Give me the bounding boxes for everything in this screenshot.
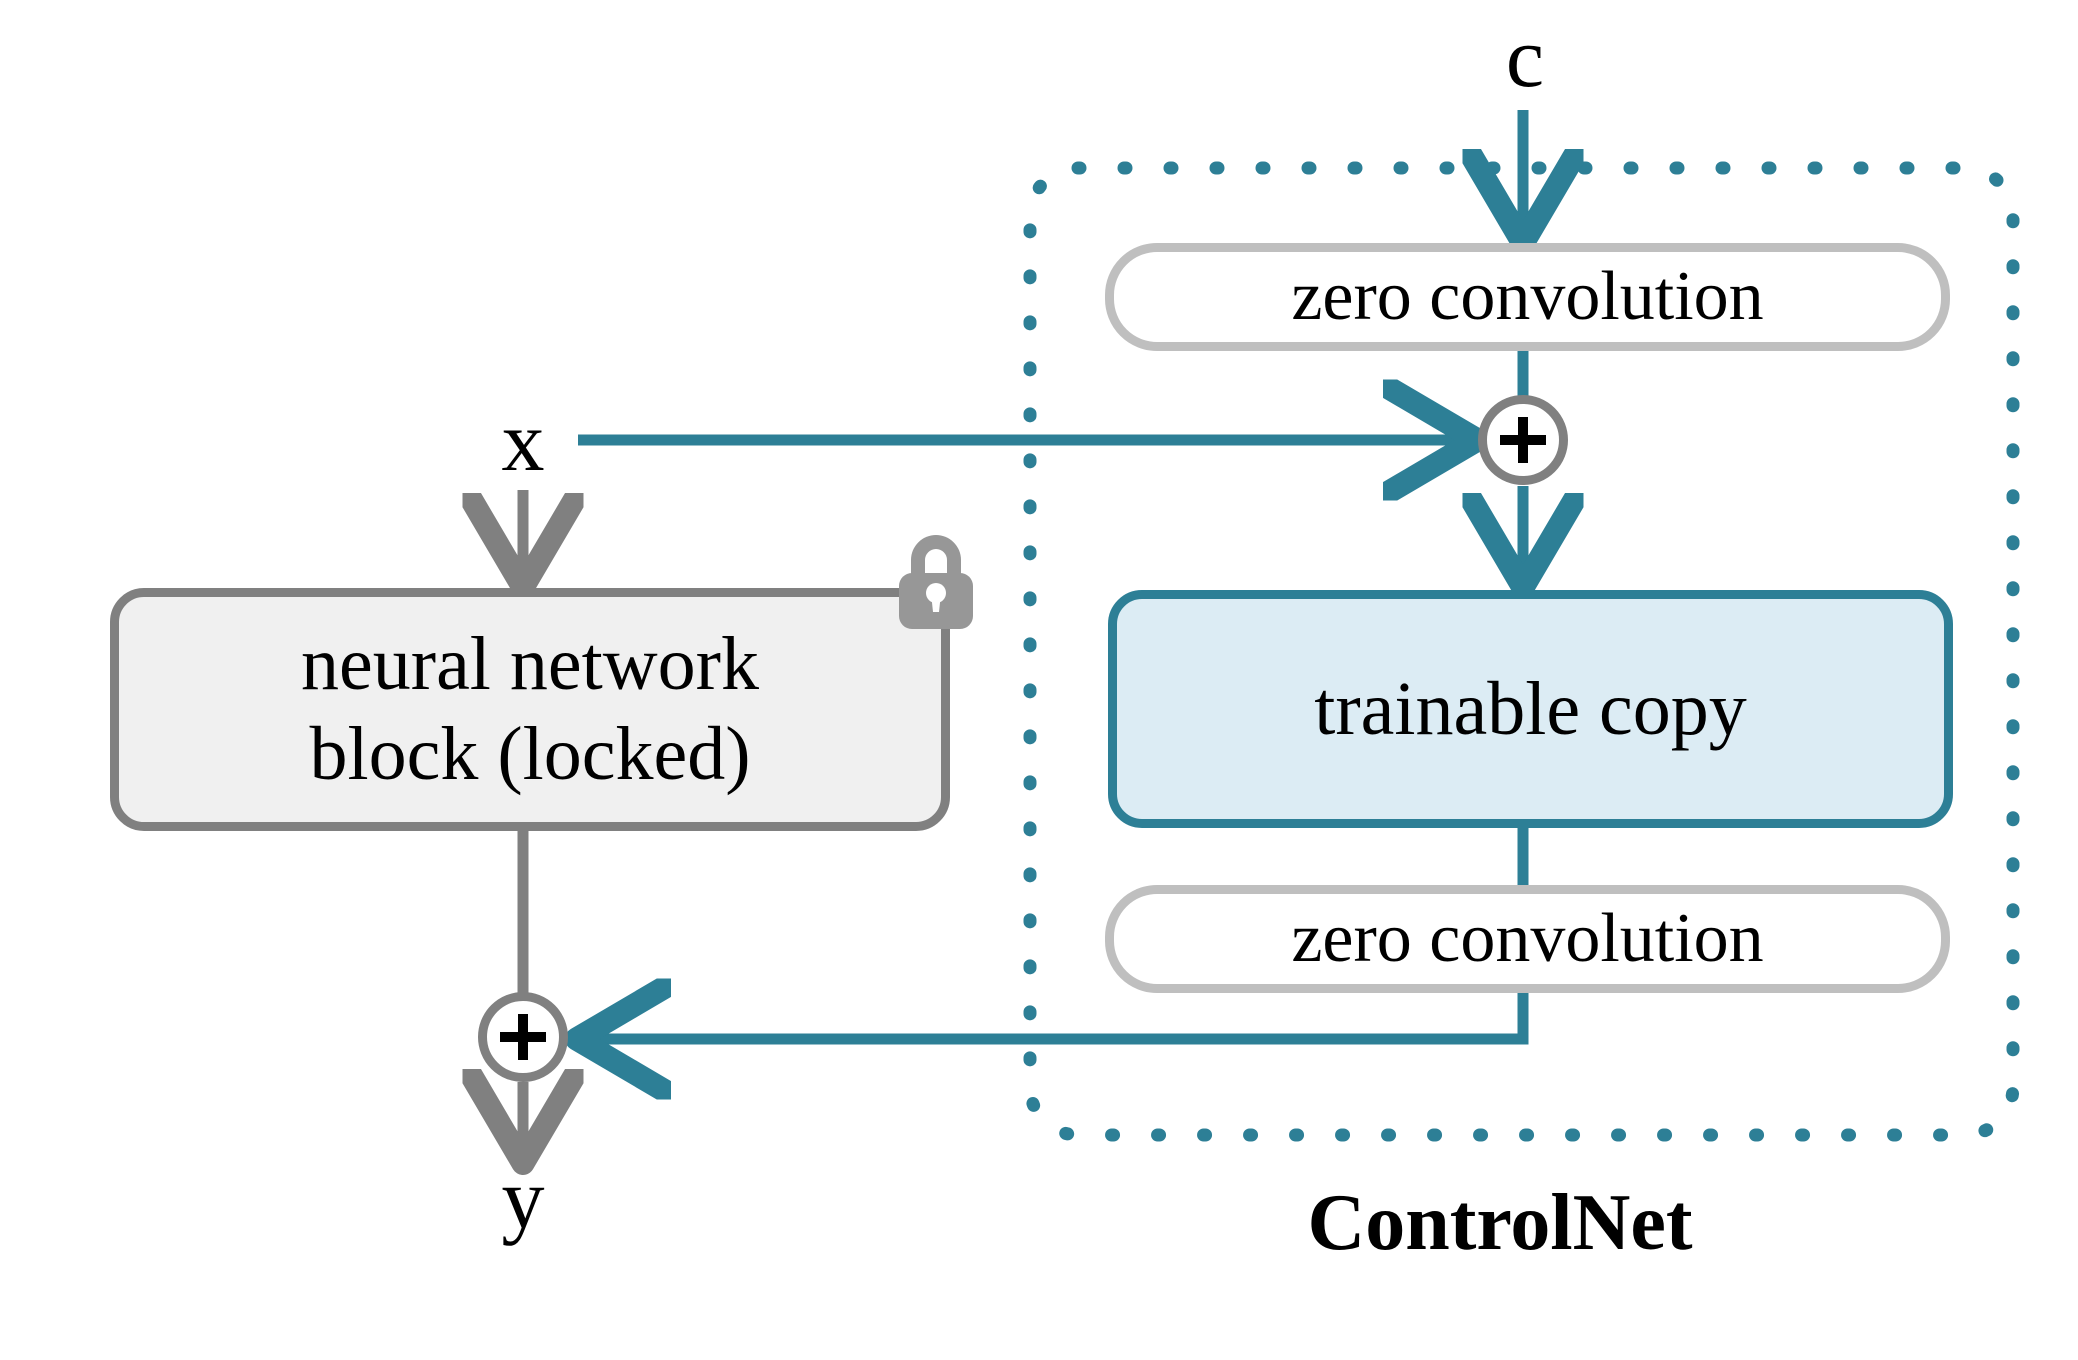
controlnet-boundary [1023,161,2020,1142]
zero-convolution-bottom-label: zero convolution [1291,900,1764,977]
zero-convolution-bottom: zero convolution [1105,885,1950,993]
trainable-copy-block: trainable copy [1108,590,1953,828]
neural-network-block: neural network block (locked) [110,588,950,831]
edge-zero-conv-bottom-to-add-bottom [592,993,1529,1039]
input-label-c: c [1505,9,1545,105]
zero-convolution-top: zero convolution [1105,243,1950,351]
neural-network-block-line1: neural network [301,621,759,706]
trainable-copy-label: trainable copy [1314,666,1747,751]
add-operator-top [1478,395,1568,485]
lock-icon [899,535,973,629]
neural-network-block-line2: block (locked) [309,711,751,796]
plus-icon [500,1014,546,1060]
add-operator-bottom [478,992,568,1082]
output-label-y: y [501,1150,545,1246]
input-label-x: x [501,393,545,489]
controlnet-caption: ControlNet [1307,1179,1693,1267]
neural-network-block-label: neural network block (locked) [301,620,759,799]
plus-icon [1500,417,1546,463]
zero-convolution-top-label: zero convolution [1291,258,1764,335]
